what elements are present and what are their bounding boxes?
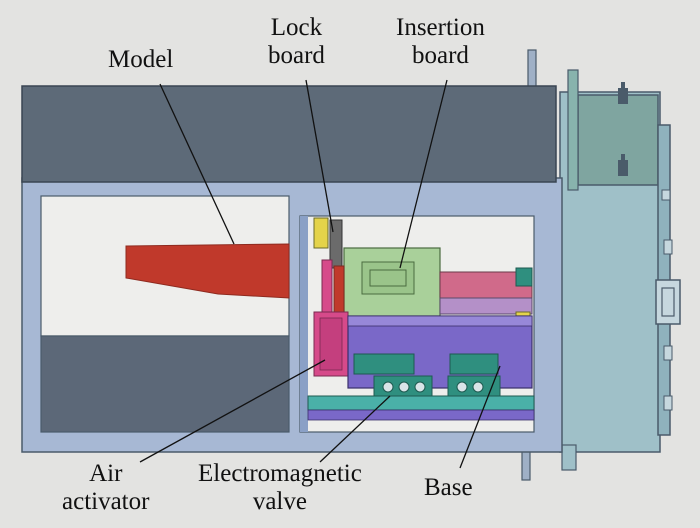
base-bottom-plate — [307, 409, 535, 421]
label-insertion-board: Insertion board — [396, 14, 485, 70]
leader-base — [459, 365, 501, 469]
bolt-mid — [618, 160, 628, 176]
lock-board-pin — [333, 265, 345, 313]
leader-insertion-board — [399, 79, 448, 269]
leader-lock-board — [305, 79, 334, 233]
valve-knob-1b — [398, 381, 410, 393]
right-clip-2 — [663, 345, 673, 361]
bolt-mid-pin — [621, 154, 625, 162]
label-electromagnetic-valve: Electromagnetic valve — [198, 460, 362, 516]
bolt-top-pin — [621, 82, 625, 90]
left-chamber-bottom — [40, 335, 290, 433]
post-right — [567, 69, 579, 191]
lavender-rail — [439, 297, 533, 315]
label-electromagnetic-valve-line2: valve — [252, 488, 307, 515]
right-handle-slot — [661, 287, 675, 317]
base-bottom-rail — [307, 395, 535, 411]
right-clip-1 — [663, 239, 673, 255]
base-top-strip — [347, 315, 533, 327]
valve-knob-2b — [472, 381, 484, 393]
valve-knob-1a — [382, 381, 394, 393]
right-clip-3 — [663, 395, 673, 411]
label-model: Model — [108, 46, 173, 74]
insertion-board-center — [361, 261, 415, 295]
base-slot-right — [449, 353, 499, 375]
label-model-text: Model — [108, 46, 174, 73]
leader-air-activator — [139, 359, 326, 463]
top-bar — [21, 85, 557, 183]
label-base: Base — [424, 474, 473, 502]
leader-electromagnetic-valve — [319, 395, 391, 463]
label-air-activator: Air activator — [62, 460, 149, 516]
label-air-activator-line2: activator — [62, 488, 150, 515]
label-insertion-board-line2: board — [411, 42, 469, 69]
insertion-board-slot — [369, 269, 407, 287]
label-base-text: Base — [424, 474, 473, 501]
bolt-top — [618, 88, 628, 104]
yellow-block-top — [313, 217, 329, 249]
lock-board — [321, 259, 333, 313]
air-activator-piston — [319, 317, 343, 371]
label-lock-board-line2: board — [268, 42, 325, 69]
valve-knob-2a — [456, 381, 468, 393]
model-body — [125, 243, 290, 299]
rail-end-block — [515, 267, 533, 287]
foot-right — [561, 444, 577, 471]
right-handle — [655, 279, 681, 325]
right-clip-4 — [661, 189, 671, 201]
label-lock-board: Lock board — [268, 14, 325, 70]
base-slot-left — [353, 353, 415, 375]
valve-knob-1c — [414, 381, 426, 393]
label-air-activator-line1: Air — [89, 460, 123, 487]
label-electromagnetic-valve-line1: Electromagnetic — [198, 460, 362, 487]
leader-model — [159, 83, 235, 245]
label-insertion-board-line1: Insertion — [396, 14, 485, 41]
right-chamber-inner-frame — [300, 216, 308, 432]
label-lock-board-line1: Lock — [270, 14, 323, 41]
